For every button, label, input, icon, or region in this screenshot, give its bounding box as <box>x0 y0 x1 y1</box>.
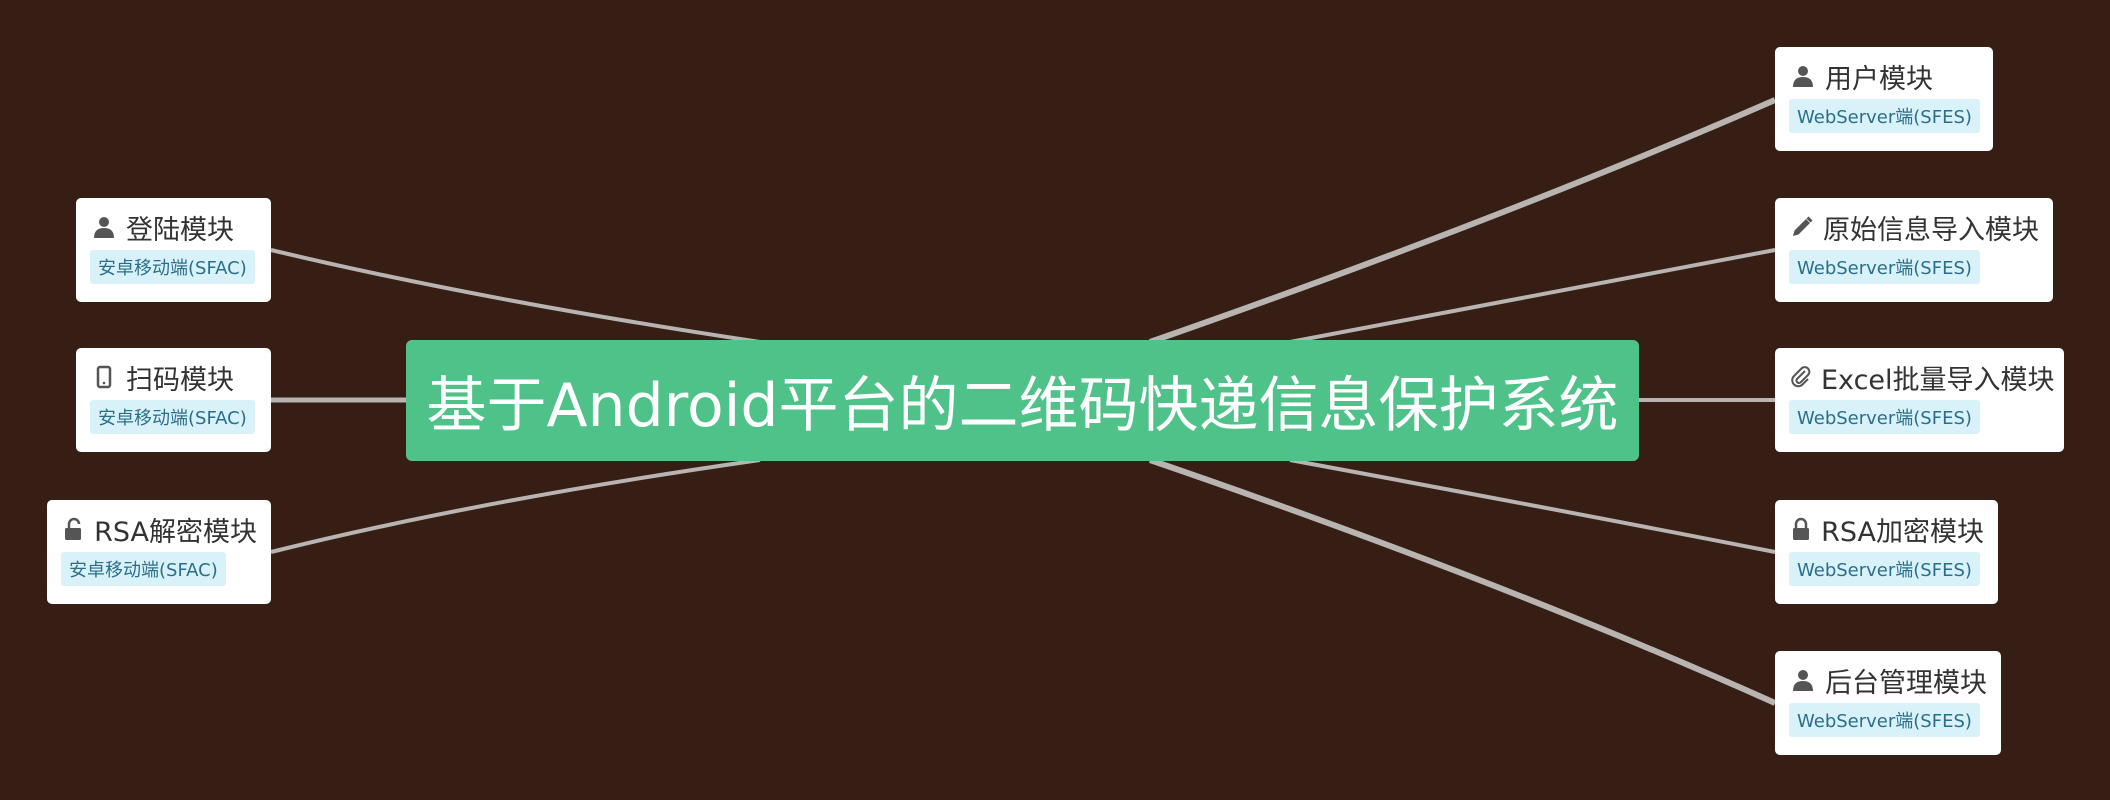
node-admin-module[interactable]: 后台管理模块 WebServer端(SFES) <box>1775 651 2001 755</box>
link-admin <box>1149 457 1777 706</box>
user-icon <box>1789 62 1817 90</box>
node-tag: WebServer端(SFES) <box>1789 703 1980 737</box>
node-title: RSA加密模块 <box>1821 516 1984 548</box>
node-title: RSA解密模块 <box>94 516 257 548</box>
central-topic[interactable]: 基于Android平台的二维码快递信息保护系统 <box>406 340 1639 461</box>
node-tag: WebServer端(SFES) <box>1789 400 1980 434</box>
unlock-icon <box>61 515 86 543</box>
node-tag: WebServer端(SFES) <box>1789 552 1980 586</box>
user-icon <box>1789 666 1817 694</box>
link-login <box>270 248 761 344</box>
node-user-module[interactable]: 用户模块 WebServer端(SFES) <box>1775 47 1993 151</box>
node-title: 原始信息导入模块 <box>1823 214 2039 246</box>
link-rsa-decrypt <box>270 458 761 554</box>
node-tag: WebServer端(SFES) <box>1789 250 1980 284</box>
link-user <box>1149 97 1777 345</box>
link-rsa-encrypt <box>1289 458 1776 554</box>
link-import <box>1289 248 1776 344</box>
node-tag: 安卓移动端(SFAC) <box>90 400 255 434</box>
node-title: 扫码模块 <box>126 364 234 396</box>
node-rsa-decrypt-module[interactable]: RSA解密模块 安卓移动端(SFAC) <box>47 500 271 604</box>
central-topic-title: 基于Android平台的二维码快递信息保护系统 <box>426 371 1619 441</box>
node-tag: 安卓移动端(SFAC) <box>90 250 255 284</box>
node-login-module[interactable]: 登陆模块 安卓移动端(SFAC) <box>76 198 271 302</box>
paperclip-icon <box>1789 363 1813 391</box>
pencil-icon <box>1789 213 1815 241</box>
lock-icon <box>1789 515 1813 543</box>
node-import-module[interactable]: 原始信息导入模块 WebServer端(SFES) <box>1775 198 2053 302</box>
node-scan-module[interactable]: 扫码模块 安卓移动端(SFAC) <box>76 348 271 452</box>
node-title: 后台管理模块 <box>1825 667 1987 699</box>
user-icon <box>90 213 118 241</box>
node-tag: 安卓移动端(SFAC) <box>61 552 226 586</box>
node-title: 登陆模块 <box>126 214 234 246</box>
node-title: Excel批量导入模块 <box>1821 364 2055 396</box>
node-tag: WebServer端(SFES) <box>1789 99 1980 133</box>
node-title: 用户模块 <box>1825 63 1933 95</box>
phone-icon <box>90 363 118 391</box>
node-excel-import-module[interactable]: Excel批量导入模块 WebServer端(SFES) <box>1775 348 2064 452</box>
node-rsa-encrypt-module[interactable]: RSA加密模块 WebServer端(SFES) <box>1775 500 1998 604</box>
